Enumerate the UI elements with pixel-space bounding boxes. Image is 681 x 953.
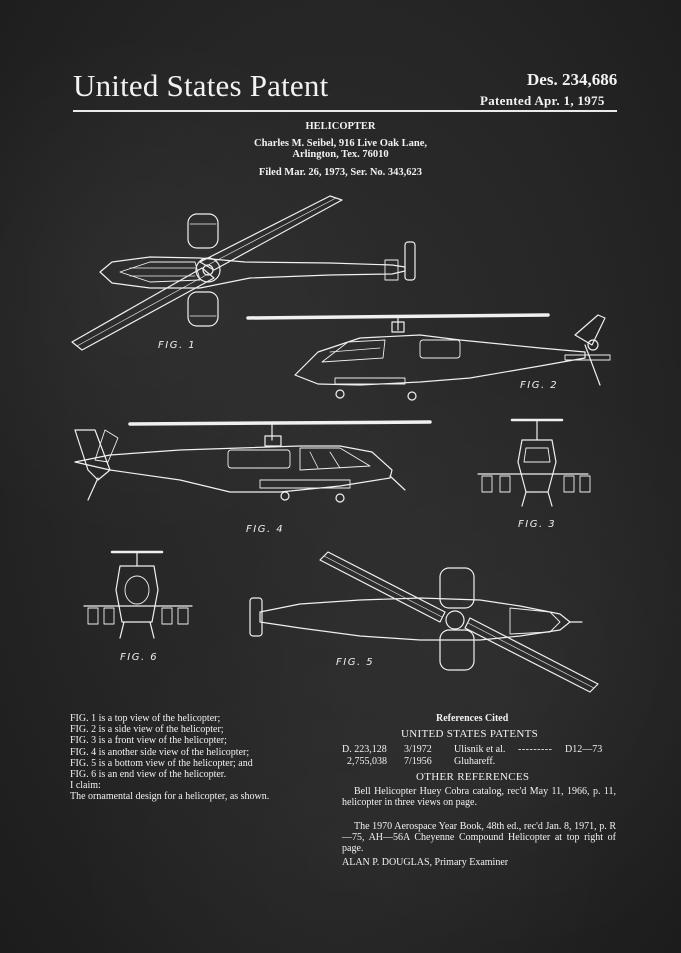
fig3-label: FIG. 3 xyxy=(518,519,556,530)
figure-descriptions: FIG. 1 is a top view of the helicopter; … xyxy=(70,713,269,803)
fig2-side-view xyxy=(246,313,611,401)
ref-number: 2,755,038 xyxy=(347,756,387,767)
ref-class: D12—73 xyxy=(565,744,603,755)
ref-name: Ulisnik et al. xyxy=(454,744,506,755)
ref-date: 3/1972 xyxy=(404,744,432,755)
inventor-line-1: Charles M. Seibel, 916 Live Oak Lane, xyxy=(254,138,427,149)
design-name: HELICOPTER xyxy=(305,121,376,132)
desc-line: FIG. 4 is another side view of the helic… xyxy=(70,746,250,758)
fig1-label: FIG. 1 xyxy=(158,340,196,351)
ref-number: D. 223,128 xyxy=(342,744,387,755)
fig4-label: FIG. 4 xyxy=(246,524,284,535)
ref-leader: - - - - - - - - - xyxy=(518,744,552,755)
other-references-title: OTHER REFERENCES xyxy=(416,771,530,783)
examiner: ALAN P. DOUGLAS, Primary Examiner xyxy=(342,857,509,868)
filing-info: Filed Mar. 26, 1973, Ser. No. 343,623 xyxy=(258,167,423,178)
fig1-top-view xyxy=(71,195,416,351)
fig6-end-view xyxy=(83,550,193,639)
desc-line: FIG. 3 is a front view of the helicopter… xyxy=(70,735,227,747)
patent-number: Des. 234,686 xyxy=(527,70,618,89)
fig2-label: FIG. 2 xyxy=(520,380,558,391)
inventor-line-2: Arlington, Tex. 76010 xyxy=(292,149,389,160)
desc-line: FIG. 2 is a side view of the helicopter; xyxy=(70,724,224,736)
fig6-label: FIG. 6 xyxy=(120,652,158,663)
ref-name: Gluhareff. xyxy=(454,756,496,767)
document-title: United States Patent xyxy=(73,68,329,103)
header-rule xyxy=(73,110,617,112)
fig5-label: FIG. 5 xyxy=(336,657,374,668)
other-reference: Bell Helicopter Huey Cobra catalog, rec'… xyxy=(342,786,616,809)
fig5-bottom-view xyxy=(249,551,599,693)
desc-line: FIG. 1 is a top view of the helicopter; xyxy=(70,713,221,724)
references-title: References Cited xyxy=(436,713,509,724)
ref-date: 7/1956 xyxy=(404,756,432,767)
desc-line: FIG. 5 is a bottom view of the helicopte… xyxy=(70,757,253,769)
fig4-side-view xyxy=(74,420,432,503)
patent-date: Patented Apr. 1, 1975 xyxy=(480,93,605,108)
us-patents-title: UNITED STATES PATENTS xyxy=(401,728,539,740)
patent-drawing: FIG. 1 FIG. 2 xyxy=(71,195,611,693)
claim-heading: I claim: xyxy=(70,780,101,792)
other-reference: The 1970 Aerospace Year Book, 48th ed., … xyxy=(342,821,616,855)
claim-text: The ornamental design for a helicopter, … xyxy=(70,791,270,803)
desc-line: FIG. 6 is an end view of the helicopter. xyxy=(70,769,227,781)
fig3-front-view xyxy=(477,418,591,507)
